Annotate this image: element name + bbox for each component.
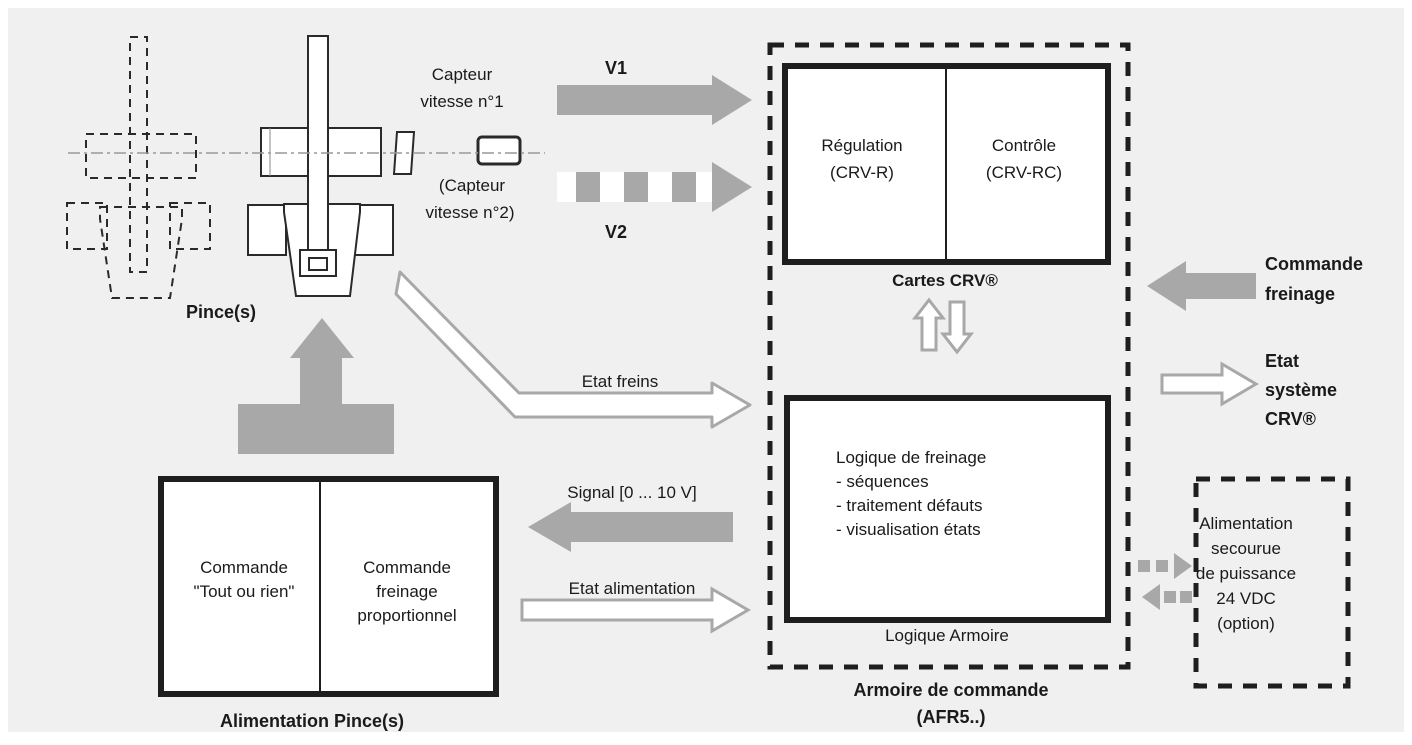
v1-arrow [557, 75, 752, 125]
signal-arrow [528, 502, 733, 552]
tout-ou-rien-line2: "Tout ou rien" [194, 582, 295, 601]
proportionnel-line1: Commande [363, 558, 451, 577]
backup-line4: 24 VDC [1216, 589, 1276, 608]
v2-arrow-shaft [557, 172, 714, 202]
v2-arrow-head [712, 162, 752, 212]
etat-systeme-line2: système [1265, 380, 1337, 400]
backup-line5: (option) [1217, 614, 1275, 633]
etat-freins-label: Etat freins [582, 372, 659, 391]
v2-label: V2 [605, 222, 627, 242]
power-supply-title: Alimentation Pince(s) [220, 711, 404, 731]
sensor2-label-line2: vitesse n°2) [425, 203, 514, 222]
proportionnel-line3: proportionnel [357, 606, 456, 625]
up-exchange-arrow [911, 297, 947, 352]
commande-freinage-line1: Commande [1265, 254, 1363, 274]
crv-cards-title: Cartes CRV® [892, 271, 998, 290]
backup-line2: secourue [1211, 539, 1281, 558]
etat-systeme-line3: CRV® [1265, 409, 1316, 429]
logic-line2: - séquences [836, 472, 929, 491]
v1-label: V1 [605, 58, 627, 78]
etat-alimentation-label: Etat alimentation [569, 579, 696, 598]
down-exchange-arrow [939, 300, 975, 355]
backup-line1: Alimentation [1199, 514, 1293, 533]
power-supply-box [158, 476, 499, 697]
etat-alimentation-arrow [520, 586, 751, 634]
backup-to-cabinet-arrows [1138, 553, 1192, 610]
logic-line1: Logique de freinage [836, 448, 986, 467]
logic-box [784, 395, 1111, 623]
logic-line4: - visualisation états [836, 520, 981, 539]
commande-freinage-arrow [1147, 261, 1256, 311]
regulation-line2: (CRV-R) [830, 163, 894, 182]
controle-line2: (CRV-RC) [986, 163, 1062, 182]
pince-ghost-drawing [66, 36, 211, 299]
proportionnel-line2: freinage [376, 582, 437, 601]
regulation-line1: Régulation [821, 136, 902, 155]
cabinet-title-line1: Armoire de commande [853, 680, 1048, 700]
cabinet-title-line2: (AFR5..) [917, 707, 986, 727]
power-to-pince-arrow [238, 318, 394, 454]
backup-power-box [1193, 476, 1351, 689]
logic-caption: Logique Armoire [885, 626, 1009, 645]
tout-ou-rien-line1: Commande [200, 558, 288, 577]
commande-freinage-line2: freinage [1265, 284, 1335, 304]
cabinet-dashed-border [767, 42, 1131, 670]
sensor2-label-line1: (Capteur [439, 176, 505, 195]
sensor1-label-line1: Capteur [432, 65, 493, 84]
controle-line1: Contrôle [992, 136, 1056, 155]
sensor1-label-line2: vitesse n°1 [420, 92, 503, 111]
etat-freins-arrow [394, 270, 752, 429]
logic-line3: - traitement défauts [836, 496, 982, 515]
pince-drawing [247, 35, 522, 297]
signal-label: Signal [0 ... 10 V] [567, 483, 696, 502]
etat-systeme-arrow [1160, 361, 1259, 407]
etat-systeme-line1: Etat [1265, 351, 1299, 371]
backup-line3: de puissance [1196, 564, 1296, 583]
pince-title: Pince(s) [186, 302, 256, 322]
